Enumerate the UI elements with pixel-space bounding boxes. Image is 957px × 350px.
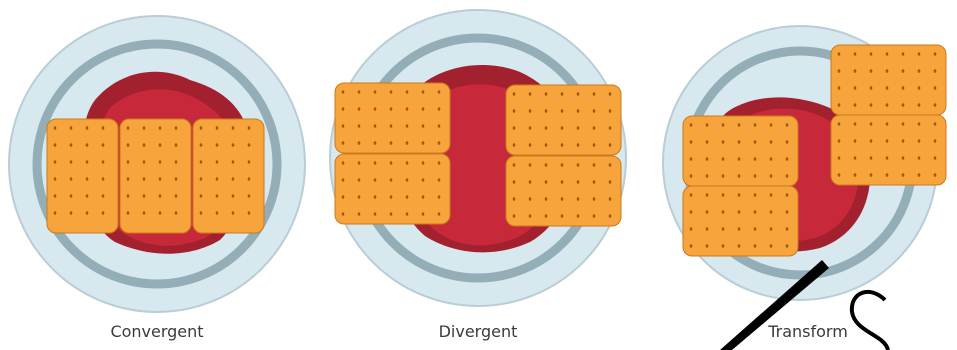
cracker (506, 85, 621, 155)
panel-convergent (9, 16, 305, 312)
cracker (683, 116, 798, 186)
cracker (335, 83, 450, 153)
cracker (335, 154, 450, 224)
cracker (193, 119, 264, 233)
caption-divergent: Divergent (358, 322, 598, 341)
cracker (120, 119, 191, 233)
caption-convergent: Convergent (37, 322, 277, 341)
cracker (683, 186, 798, 256)
caption-transform: Transform (688, 322, 928, 341)
panel-transform (663, 26, 946, 300)
cracker (831, 45, 946, 115)
panel-divergent (330, 10, 626, 306)
watermark-stroke (852, 292, 888, 350)
cracker (506, 156, 621, 226)
cracker (47, 119, 118, 233)
cracker (831, 115, 946, 185)
